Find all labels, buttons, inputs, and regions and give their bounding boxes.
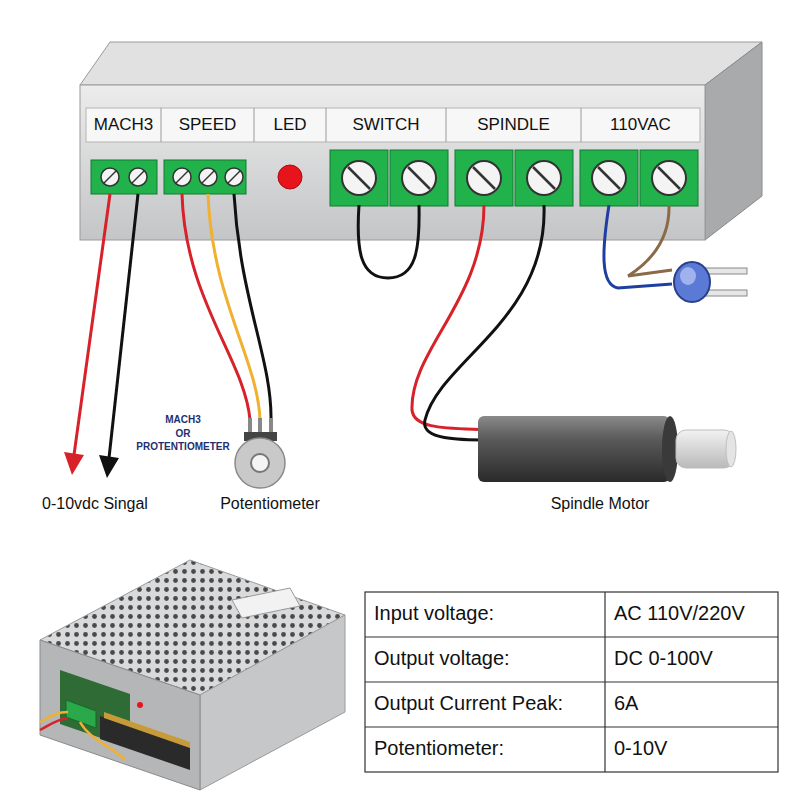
pot-disc [235,438,285,488]
terminal-block [390,150,448,206]
header-divider [161,108,162,142]
terminal-heading: MACH3 [87,114,160,135]
psu-led [137,702,143,708]
led-indicator [278,165,302,189]
mains-wire [604,205,672,288]
motor-body [478,416,670,482]
terminal-screw [342,161,376,195]
table-cell: Output Current Peak: [368,691,602,716]
part-label: Potentiometer [195,494,345,514]
table-rule [365,681,778,682]
screw-slot [348,167,370,189]
psu-wire [80,722,125,760]
arrowhead [64,452,84,475]
mains-wire [628,270,672,276]
psu-side [200,615,345,790]
signal-wire [74,194,110,455]
psu-terminal-cover [104,712,190,748]
terminal-heading: SWITCH [327,114,445,135]
header-divider [446,108,447,142]
table-cell: 6A [608,691,776,716]
header-row [86,108,700,142]
box-side [705,42,762,240]
spindle-wire [412,205,490,430]
screw-slot [408,167,430,189]
terminal-block [330,150,388,206]
terminal-block [91,160,157,194]
screw-slot [228,171,240,183]
pot-wire [234,194,271,420]
terminal-heading: SPEED [162,114,253,135]
terminal-screw [101,168,119,186]
header-divider [326,108,327,142]
input-note: MACH3 OR PROTENTIOMETER [122,413,244,454]
terminal-screw [199,168,217,186]
switch-jumper [358,205,419,278]
header-divider [581,108,582,142]
terminal-heading: SPINDLE [447,114,580,135]
terminal-screw [592,161,626,195]
box-front [80,85,705,240]
screw-slot [176,171,188,183]
table-cell: Input voltage: [368,601,602,626]
terminal-screw [652,161,686,195]
table-cell: 0-10V [608,736,776,761]
pot-knob [251,454,269,472]
screw-slot [473,167,495,189]
table-cell: DC 0-100V [608,646,776,671]
terminal-block [164,160,246,194]
power-supply-photo [40,560,345,790]
table-frame [365,592,778,772]
plug-prong [705,268,747,274]
psu-sticker [232,588,300,618]
header-divider [254,108,255,142]
psu-wire [40,718,68,730]
terminal-screw [467,161,501,195]
screw-slot [533,167,555,189]
table-rule [365,726,778,727]
terminal-block [640,150,698,206]
table-rule [365,636,778,637]
screw-slot [202,171,214,183]
box-top [80,42,762,85]
signal-wire [109,194,138,458]
arrowhead [99,455,119,478]
terminal-heading: LED [255,114,325,135]
plug-prong [705,290,747,296]
terminal-heading: 110VAC [582,114,699,135]
screw-slot [132,171,144,183]
screw-slot [104,171,116,183]
screw-slot [658,167,680,189]
terminal-screw [129,168,147,186]
psu-front [40,640,200,790]
terminal-strip [330,150,698,206]
table-cell: AC 110V/220V [608,601,776,626]
spec-table [365,592,778,772]
table-cell: Output voltage: [368,646,602,671]
terminal-block [580,150,638,206]
spindle-wire [425,205,545,440]
psu-wire [40,712,68,722]
signal-label: 0-10vdc Singal [10,494,180,514]
screw-slot [598,167,620,189]
terminal-screw [173,168,191,186]
terminal-screw [402,161,436,195]
plug-shine [680,267,696,285]
table-cell: Potentiometer: [368,736,602,761]
terminal-block [515,150,573,206]
part-label: Spindle Motor [510,494,690,514]
terminal-block [455,150,513,206]
terminal-screw [225,168,243,186]
motor-shaft [676,430,734,468]
shaft-end [726,431,736,467]
pot-wire [182,194,250,420]
mains-wire [628,205,669,276]
plug-body [674,262,710,302]
terminal-screw [527,161,561,195]
